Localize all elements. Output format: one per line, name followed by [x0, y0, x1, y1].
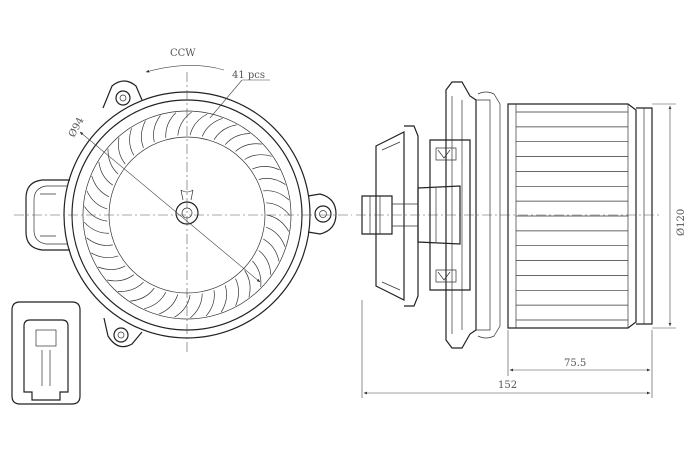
mounting-ear-bottom	[103, 317, 143, 348]
housing-diameter-label: Ø120	[676, 209, 687, 236]
fan-blade	[190, 293, 203, 319]
fan-blade	[158, 294, 179, 315]
fan-blade	[265, 226, 286, 247]
fan-blades	[84, 111, 291, 319]
fan-blade	[140, 120, 146, 149]
fan-blade	[153, 115, 161, 143]
wheel-outer-circle	[82, 110, 292, 320]
side-connector-housing	[25, 179, 70, 251]
mounting-ear-right	[307, 193, 337, 235]
fan-blade	[118, 137, 126, 165]
fan-blade	[263, 190, 290, 201]
fan-blade	[244, 270, 251, 298]
fan-blade	[266, 202, 291, 216]
overall-length-label: 152	[498, 380, 517, 391]
fan-blade	[174, 294, 191, 318]
fan-blade	[235, 278, 239, 306]
fan-blade	[98, 161, 113, 186]
side-view: Ø120 75.5 152	[356, 81, 687, 398]
fan-blade	[235, 143, 262, 152]
motor-can	[507, 103, 653, 329]
connector-detail	[11, 301, 81, 405]
fan-blade	[244, 154, 272, 160]
fan-blade	[177, 111, 192, 136]
fan-blade	[129, 128, 135, 156]
fan-blade	[224, 133, 251, 145]
fan-blade	[201, 117, 223, 137]
rotation-arrow	[145, 65, 225, 73]
motor-cooling-ribs	[516, 111, 628, 321]
fan-blade	[266, 214, 290, 232]
fan-blade	[144, 291, 167, 310]
front-view: CCW 41 pcs Ø94	[14, 48, 352, 352]
fan-blade	[91, 252, 119, 259]
fan-blade	[252, 260, 262, 287]
motor-length-label: 75.5	[564, 358, 586, 369]
wheel-diameter-label: Ø94	[67, 116, 87, 140]
fan-blade	[220, 285, 227, 313]
fan-blade	[107, 274, 135, 282]
fan-blade	[165, 112, 177, 138]
wheel-inner-circle	[108, 136, 266, 294]
fan-blade	[205, 290, 215, 317]
fan-blade	[97, 265, 126, 270]
fan-blade	[84, 221, 110, 234]
fan-blade	[91, 175, 110, 198]
fan-blade	[86, 237, 113, 246]
rotation-label: CCW	[170, 48, 196, 59]
wheel-diameter-leader	[79, 131, 261, 283]
fan-blade	[130, 287, 155, 302]
fan-blade	[117, 281, 144, 292]
blade-count-label: 41 pcs	[232, 70, 265, 81]
fan-blade	[107, 148, 119, 175]
fan-blade	[252, 166, 280, 171]
fan-blade	[258, 250, 272, 275]
fan-blade	[258, 178, 286, 185]
blade-count-leader	[209, 79, 243, 119]
fan-blade	[263, 238, 280, 262]
mounting-ear-top	[102, 80, 143, 109]
fan-blade	[84, 206, 108, 222]
bracket-plate	[429, 139, 471, 291]
connector-assembly	[361, 125, 419, 307]
